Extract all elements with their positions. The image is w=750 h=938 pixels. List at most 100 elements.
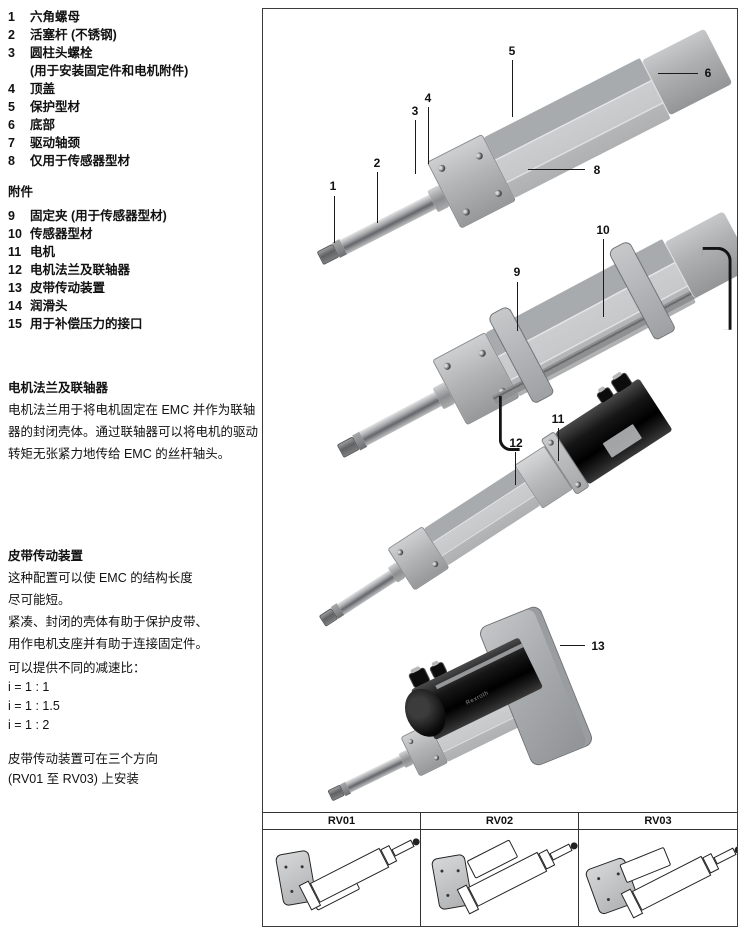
item-number: 9	[8, 209, 15, 223]
mounting-note-line: 皮带传动装置可在三个方向	[8, 752, 159, 766]
rv03-figure	[579, 830, 737, 926]
item-label: 润滑头	[30, 299, 68, 313]
item-number: 11	[8, 245, 22, 259]
item-number: 7	[8, 136, 15, 150]
callout-11-line	[558, 428, 559, 461]
callout-2-line	[377, 172, 378, 223]
item-number: 12	[8, 263, 22, 277]
accessories-heading: 附件	[8, 185, 34, 199]
callout-10: 10	[596, 223, 610, 237]
callout-5: 5	[508, 44, 516, 58]
motor-connector	[595, 386, 615, 405]
callout-1-line	[334, 196, 335, 243]
rv01-header: RV01	[263, 813, 421, 829]
rv02-figure	[421, 830, 579, 926]
belt-section-heading: 皮带传动装置	[8, 549, 84, 563]
flange-section: 电机法兰及联轴器 电机法兰用于将电机固定在 EMC 并作为联轴器的封闭壳体。通过…	[8, 377, 260, 465]
cap-screw	[442, 361, 452, 371]
sensor-cable	[702, 246, 732, 330]
callout-4: 4	[424, 91, 432, 105]
item-number: 14	[8, 299, 22, 313]
parts-list-item: 3 圆柱头螺栓	[8, 44, 260, 62]
parts-list-item: 5 保护型材	[8, 98, 260, 116]
cap-screw	[477, 348, 488, 359]
cap-screw	[407, 738, 415, 745]
motor-connector	[610, 371, 634, 395]
cap-screw	[437, 163, 447, 174]
callout-13: 13	[591, 639, 605, 653]
rv03-header: RV03	[644, 815, 672, 827]
item-label: (用于安装固定件和电机附件)	[30, 64, 189, 78]
item-number: 13	[8, 281, 22, 295]
flange-section-body: 电机法兰用于将电机固定在 EMC 并作为联轴器的封闭壳体。通过联轴器可以将电机的…	[8, 403, 259, 461]
motor-nameplate	[602, 423, 643, 458]
callout-9-line	[517, 282, 518, 331]
item-label: 用于补偿压力的接口	[30, 317, 143, 331]
accessories-item: 14 润滑头	[8, 297, 260, 315]
item-label: 底部	[30, 118, 56, 132]
item-number: 5	[8, 100, 15, 114]
item-label: 顶盖	[30, 82, 56, 96]
cap-screw	[461, 207, 472, 217]
callout-8: 8	[593, 163, 601, 177]
flange-screw	[573, 480, 583, 489]
motor-connector	[428, 661, 449, 680]
item-label: 驱动轴颈	[30, 136, 81, 150]
piston-rod-part	[339, 194, 436, 254]
protective-profile-part	[424, 468, 541, 566]
rv02-header: RV02	[421, 813, 579, 829]
piston-rod-part	[345, 755, 405, 793]
item-label: 电机法兰及联轴器	[30, 263, 131, 277]
item-label: 电机	[30, 245, 56, 259]
item-number: 10	[8, 227, 22, 241]
motor-connector	[407, 666, 431, 689]
item-label: 保护型材	[30, 100, 81, 114]
ratio-item: i = 1 : 2	[8, 718, 50, 732]
item-number: 3	[8, 46, 15, 60]
rv-orientation-table: RV01 RV02 RV03	[263, 812, 737, 926]
callout-2: 2	[373, 156, 381, 170]
item-number: 8	[8, 154, 15, 168]
mounting-note-line: (RV01 至 RV03) 上安装	[8, 772, 139, 786]
belt-section-line: 用作电机支座并有助于连接固定件。	[8, 637, 209, 651]
item-number: 15	[8, 317, 22, 331]
item-label: 活塞杆 (不锈钢)	[30, 28, 117, 42]
item-number: 4	[8, 82, 15, 96]
flange-screw	[546, 438, 555, 447]
item-label: 圆柱头螺栓	[30, 46, 93, 60]
item-label: 固定夹 (用于传感器型材)	[30, 209, 167, 223]
callout-3-line	[415, 120, 416, 174]
cap-screw	[433, 754, 440, 762]
callout-9: 9	[513, 265, 521, 279]
parts-list-item: 4 顶盖	[8, 80, 260, 98]
item-number: 1	[8, 10, 15, 24]
item-number: 2	[8, 28, 15, 42]
callout-11: 11	[551, 412, 565, 426]
mounting-note: 皮带传动装置可在三个方向 (RV01 至 RV03) 上安装	[8, 749, 260, 789]
rv01-figure	[263, 830, 421, 926]
figure-box: Rexroth 1 2 3 4 5 6 8 9 10 11 12 13 RV01	[262, 8, 738, 927]
callout-12: 12	[509, 436, 523, 450]
motor-brand-label: Rexroth	[465, 690, 490, 707]
accessories-item: 12 电机法兰及联轴器	[8, 261, 260, 279]
callout-6-line	[658, 73, 698, 74]
ratio-item: i = 1 : 1.5	[8, 699, 60, 713]
piston-rod-part	[359, 391, 442, 446]
callout-13-line	[560, 645, 585, 646]
cap-screw	[431, 559, 440, 569]
cap-screw	[396, 548, 405, 557]
belt-section-line: 这种配置可以使 EMC 的结构长度	[8, 571, 193, 585]
callout-8-line	[528, 169, 585, 170]
belt-section: 皮带传动装置 这种配置可以使 EMC 的结构长度 尽可能短。 紧凑、封闭的壳体有…	[8, 545, 260, 655]
accessories-item: 15 用于补偿压力的接口	[8, 315, 260, 333]
ratio-section: 可以提供不同的减速比： i = 1 : 1 i = 1 : 1.5 i = 1 …	[8, 658, 260, 735]
callout-1: 1	[329, 179, 337, 193]
accessories-item: 9 固定夹 (用于传感器型材)	[8, 207, 260, 225]
callout-5-line	[512, 60, 513, 117]
piston-rod-part	[336, 569, 396, 615]
flange-section-heading: 电机法兰及联轴器	[8, 381, 109, 395]
